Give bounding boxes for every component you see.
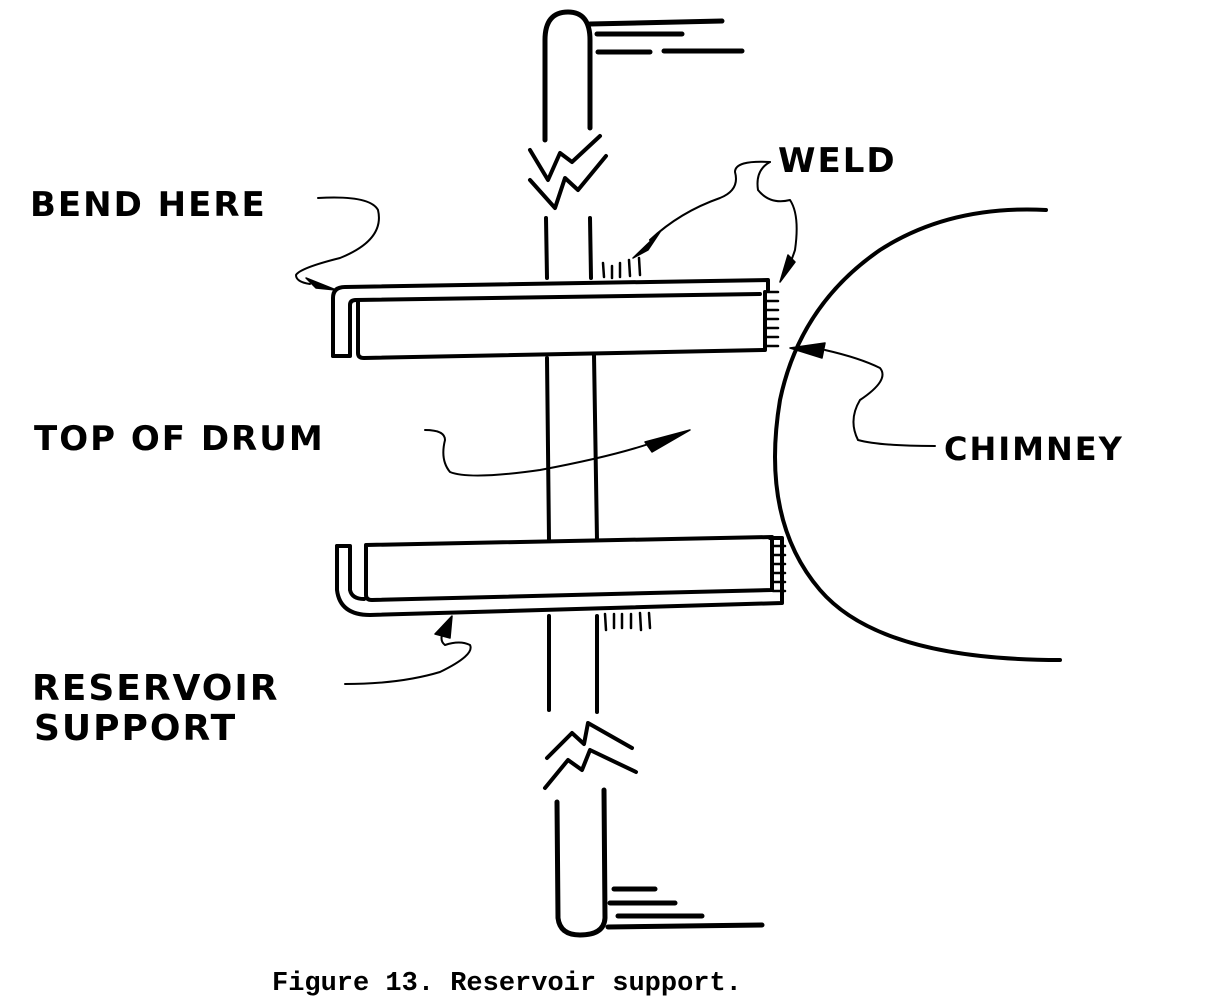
arrowhead-icon xyxy=(305,277,337,291)
arrowhead-icon xyxy=(434,615,453,639)
vertical-rod-middle xyxy=(544,216,599,714)
arrowhead-icon xyxy=(632,231,661,259)
bend-here-leader xyxy=(295,196,380,291)
weld-leaders xyxy=(632,160,798,283)
break-line-lower xyxy=(543,721,638,790)
top-of-drum-leader xyxy=(424,429,691,477)
chimney-leader xyxy=(789,342,936,447)
vertical-rod-top xyxy=(542,9,745,143)
label-reservoir: RESERVOIR xyxy=(32,668,280,709)
label-weld: WELD xyxy=(778,141,897,181)
label-top-of-drum: TOP OF DRUM xyxy=(34,419,325,459)
label-chimney: CHIMNEY xyxy=(944,430,1124,468)
break-line-upper xyxy=(528,134,608,210)
arrowhead-icon xyxy=(779,254,796,283)
reservoir-support-leader xyxy=(344,615,472,685)
label-bend-here: BEND HERE xyxy=(30,185,267,225)
arrowhead-icon xyxy=(644,429,691,453)
upper-reservoir-support-bracket xyxy=(331,256,780,360)
arrowhead-icon xyxy=(789,342,826,359)
lower-reservoir-support-bracket xyxy=(335,535,787,632)
vertical-rod-bottom xyxy=(554,787,765,938)
label-support: SUPPORT xyxy=(34,708,237,749)
chimney xyxy=(773,207,1062,662)
figure-caption: Figure 13. Reservoir support. xyxy=(272,969,742,999)
